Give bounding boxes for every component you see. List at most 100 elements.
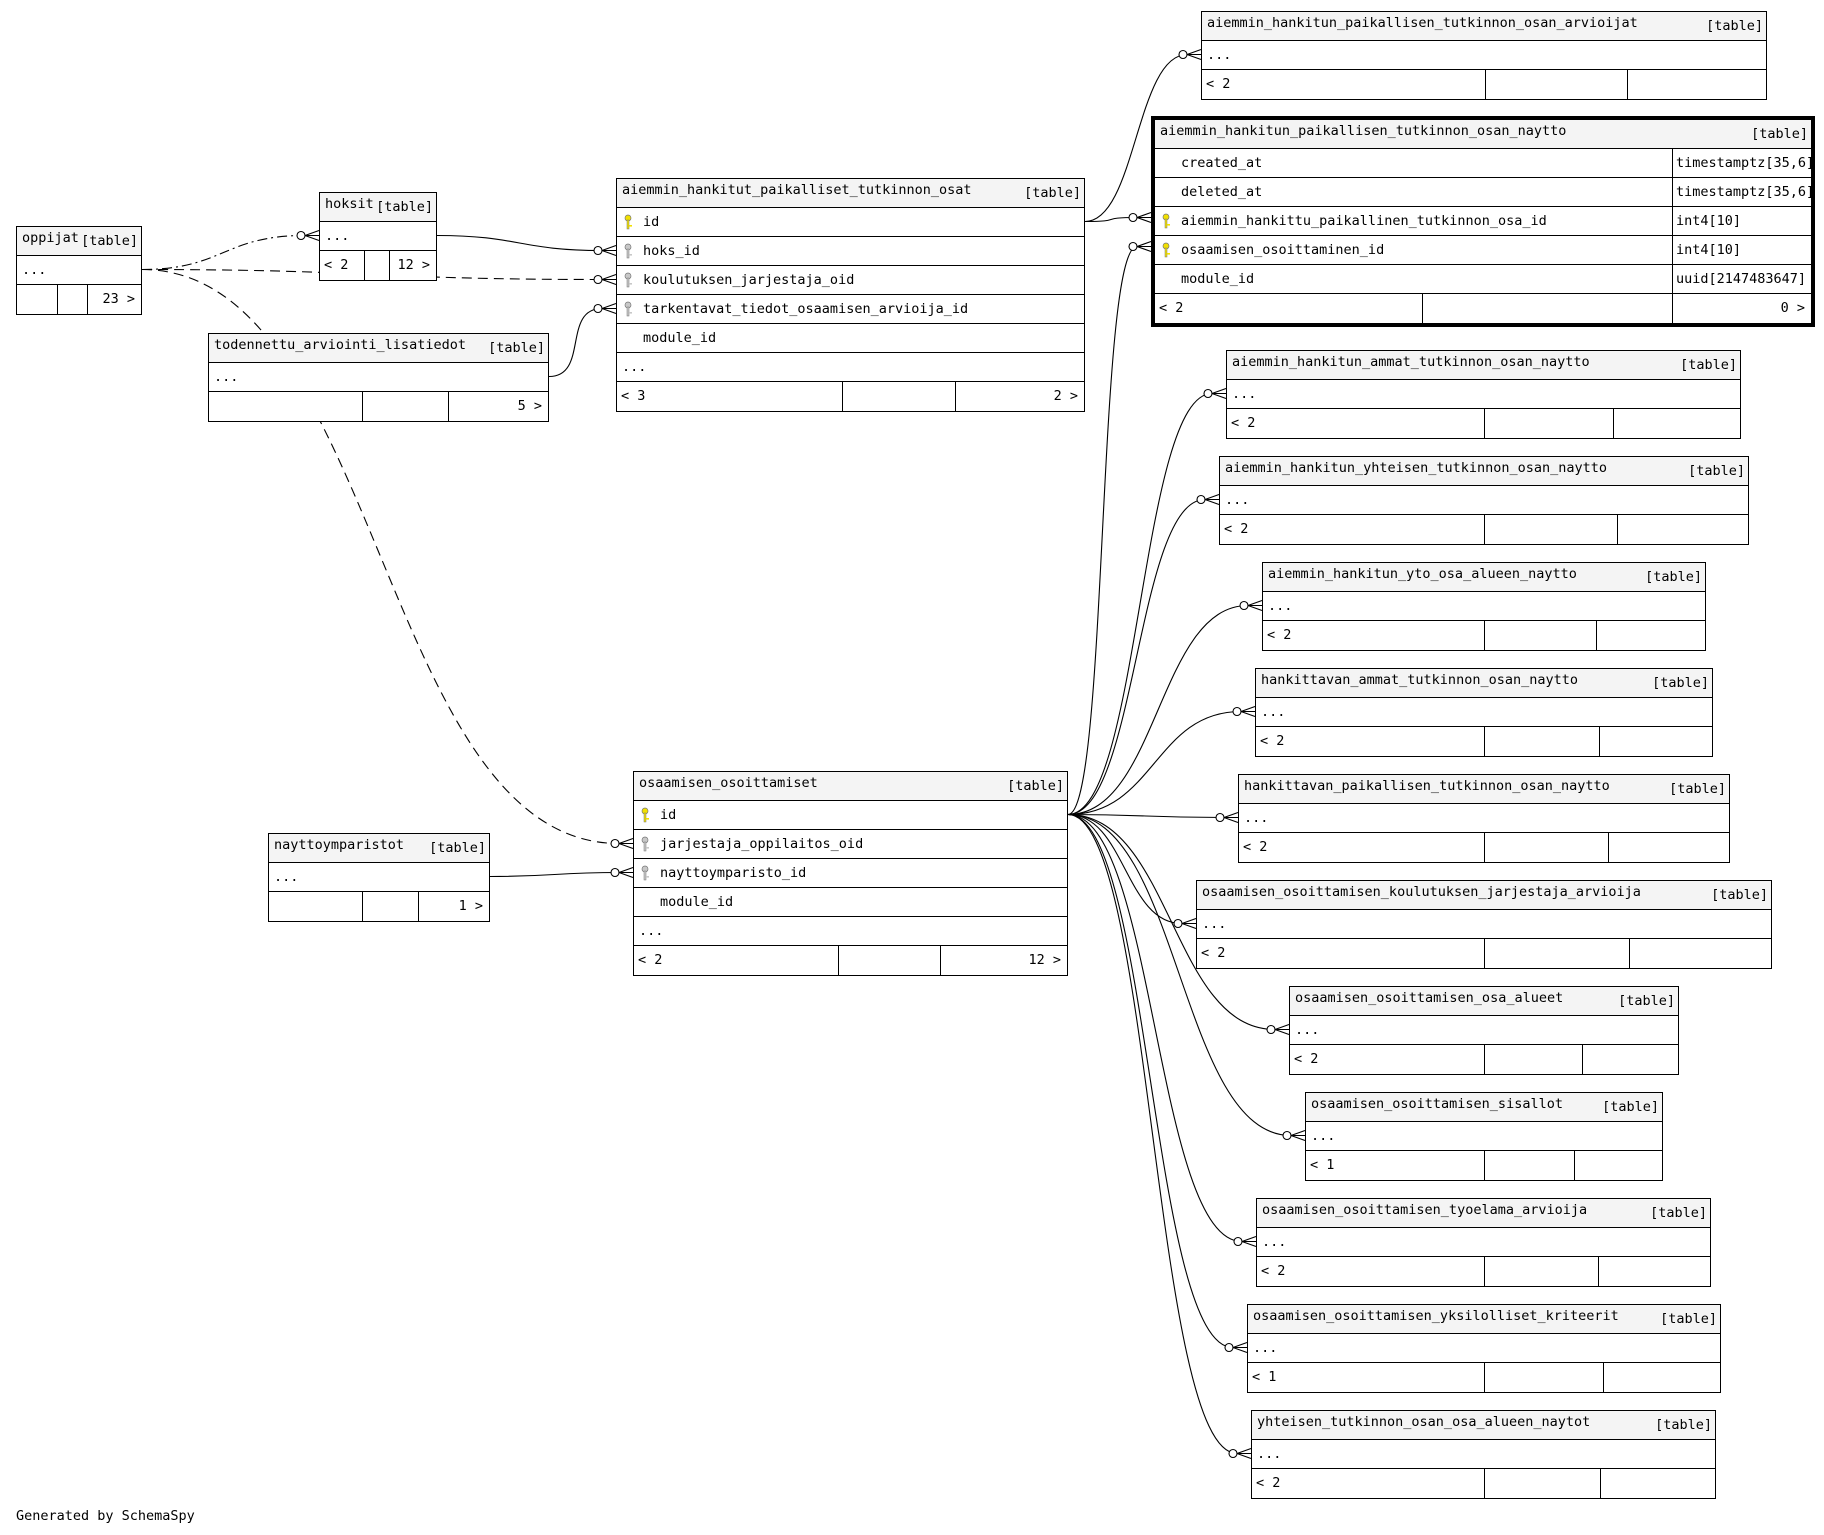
parents-cell[interactable]: < 2 <box>320 251 364 280</box>
more-columns-row[interactable]: ... <box>1220 486 1748 515</box>
table-aiemmin-hankitun-yto-osa-alueen-naytto[interactable]: aiemmin_hankitun_yto_osa_alueen_naytto[t… <box>1262 562 1706 651</box>
parents-cell[interactable]: < 1 <box>1306 1151 1484 1180</box>
children-cell[interactable] <box>1599 727 1712 756</box>
children-cell[interactable] <box>1629 939 1771 968</box>
children-cell[interactable]: 23 > <box>87 285 141 314</box>
column-row[interactable]: module_id <box>617 324 1084 353</box>
more-columns-row[interactable]: ... <box>17 256 141 285</box>
more-columns-row[interactable]: ... <box>269 863 489 892</box>
table-header[interactable]: hankittavan_ammat_tutkinnon_osan_naytto[… <box>1256 669 1712 698</box>
column-row[interactable]: id <box>617 208 1084 237</box>
more-columns-row[interactable]: ... <box>1306 1122 1662 1151</box>
table-header[interactable]: osaamisen_osoittamisen_osa_alueet[table] <box>1290 987 1678 1016</box>
children-cell[interactable]: 12 > <box>389 251 436 280</box>
table-aiemmin-hankitun-yhteisen-tutkinnon-osan-naytto[interactable]: aiemmin_hankitun_yhteisen_tutkinnon_osan… <box>1219 456 1749 545</box>
children-cell[interactable] <box>1574 1151 1662 1180</box>
table-yhteisen-tutkinnon-osan-osa-alueen-naytot[interactable]: yhteisen_tutkinnon_osan_osa_alueen_nayto… <box>1251 1410 1716 1499</box>
table-osaamisen-osoittamisen-sisallot[interactable]: osaamisen_osoittamisen_sisallot[table]..… <box>1305 1092 1663 1181</box>
parents-cell[interactable]: < 2 <box>1227 409 1484 438</box>
children-cell[interactable] <box>1627 70 1766 99</box>
parents-cell[interactable]: < 2 <box>1197 939 1484 968</box>
children-cell[interactable] <box>1617 515 1748 544</box>
column-row[interactable]: aiemmin_hankittu_paikallinen_tutkinnon_o… <box>1155 207 1811 236</box>
children-cell[interactable] <box>1596 621 1705 650</box>
column-row[interactable]: koulutuksen_jarjestaja_oid <box>617 266 1084 295</box>
parents-cell[interactable] <box>209 392 362 421</box>
table-header[interactable]: osaamisen_osoittamisen_tyoelama_arvioija… <box>1257 1199 1710 1228</box>
table-header[interactable]: todennettu_arviointi_lisatiedot[table] <box>209 334 548 363</box>
parents-cell[interactable]: < 2 <box>1239 833 1484 862</box>
table-header[interactable]: osaamisen_osoittamisen_koulutuksen_jarje… <box>1197 881 1771 910</box>
parents-cell[interactable]: < 1 <box>1248 1363 1484 1392</box>
parents-cell[interactable] <box>17 285 57 314</box>
children-cell[interactable]: 0 > <box>1672 294 1811 323</box>
table-osaamisen-osoittamisen-tyoelama-arvioija[interactable]: osaamisen_osoittamisen_tyoelama_arvioija… <box>1256 1198 1711 1287</box>
more-columns-row[interactable]: ... <box>1257 1228 1710 1257</box>
parents-cell[interactable]: < 2 <box>1290 1045 1484 1074</box>
table-header[interactable]: osaamisen_osoittamisen_sisallot[table] <box>1306 1093 1662 1122</box>
children-cell[interactable] <box>1603 1363 1720 1392</box>
parents-cell[interactable]: < 2 <box>1257 1257 1484 1286</box>
table-aiemmin-hankitun-paikallisen-tutkinnon-osan-naytto[interactable]: aiemmin_hankitun_paikallisen_tutkinnon_o… <box>1151 116 1815 327</box>
table-header[interactable]: aiemmin_hankitut_paikalliset_tutkinnon_o… <box>617 179 1084 208</box>
table-aiemmin-hankitun-ammat-tutkinnon-osan-naytto[interactable]: aiemmin_hankitun_ammat_tutkinnon_osan_na… <box>1226 350 1741 439</box>
more-columns-row[interactable]: ... <box>1263 592 1705 621</box>
more-columns-row[interactable]: ... <box>1197 910 1771 939</box>
more-columns-row[interactable]: ... <box>1256 698 1712 727</box>
column-row[interactable]: nayttoymparisto_id <box>634 859 1067 888</box>
table-header[interactable]: aiemmin_hankitun_yto_osa_alueen_naytto[t… <box>1263 563 1705 592</box>
parents-cell[interactable]: < 2 <box>1252 1469 1484 1498</box>
more-columns-row[interactable]: ... <box>1248 1334 1720 1363</box>
parents-cell[interactable]: < 2 <box>1263 621 1484 650</box>
table-header[interactable]: aiemmin_hankitun_paikallisen_tutkinnon_o… <box>1155 120 1811 149</box>
more-columns-row[interactable]: ... <box>1252 1440 1715 1469</box>
table-aiemmin-hankitut-paikalliset-tutkinnon-osat[interactable]: aiemmin_hankitut_paikalliset_tutkinnon_o… <box>616 178 1085 412</box>
children-cell[interactable]: 12 > <box>940 946 1067 975</box>
children-cell[interactable] <box>1600 1469 1715 1498</box>
table-todennettu-arviointi-lisatiedot[interactable]: todennettu_arviointi_lisatiedot[table]..… <box>208 333 549 422</box>
parents-cell[interactable]: < 2 <box>634 946 838 975</box>
children-cell[interactable] <box>1582 1045 1678 1074</box>
table-header[interactable]: oppijat[table] <box>17 227 141 256</box>
more-columns-row[interactable]: ... <box>209 363 548 392</box>
column-row[interactable]: jarjestaja_oppilaitos_oid <box>634 830 1067 859</box>
table-header[interactable]: hankittavan_paikallisen_tutkinnon_osan_n… <box>1239 775 1729 804</box>
parents-cell[interactable]: < 3 <box>617 382 842 411</box>
table-header[interactable]: hoksit[table] <box>320 193 436 222</box>
more-columns-row[interactable]: ... <box>634 917 1067 946</box>
column-row[interactable]: module_id <box>634 888 1067 917</box>
table-header[interactable]: aiemmin_hankitun_ammat_tutkinnon_osan_na… <box>1227 351 1740 380</box>
children-cell[interactable] <box>1598 1257 1710 1286</box>
more-columns-row[interactable]: ... <box>1239 804 1729 833</box>
more-columns-row[interactable]: ... <box>320 222 436 251</box>
column-row[interactable]: id <box>634 801 1067 830</box>
table-header[interactable]: aiemmin_hankitun_yhteisen_tutkinnon_osan… <box>1220 457 1748 486</box>
table-osaamisen-osoittamisen-yksilolliset-kriteerit[interactable]: osaamisen_osoittamisen_yksilolliset_krit… <box>1247 1304 1721 1393</box>
parents-cell[interactable]: < 2 <box>1256 727 1484 756</box>
table-header[interactable]: nayttoymparistot[table] <box>269 834 489 863</box>
column-row[interactable]: tarkentavat_tiedot_osaamisen_arvioija_id <box>617 295 1084 324</box>
more-columns-row[interactable]: ... <box>1290 1016 1678 1045</box>
parents-cell[interactable]: < 2 <box>1155 294 1422 323</box>
table-aiemmin-hankitun-paikallisen-tutkinnon-osan-arvioijat[interactable]: aiemmin_hankitun_paikallisen_tutkinnon_o… <box>1201 11 1767 100</box>
table-hankittavan-ammat-tutkinnon-osan-naytto[interactable]: hankittavan_ammat_tutkinnon_osan_naytto[… <box>1255 668 1713 757</box>
table-header[interactable]: aiemmin_hankitun_paikallisen_tutkinnon_o… <box>1202 12 1766 41</box>
table-osaamisen-osoittamisen-osa-alueet[interactable]: osaamisen_osoittamisen_osa_alueet[table]… <box>1289 986 1679 1075</box>
more-columns-row[interactable]: ... <box>1202 41 1766 70</box>
more-columns-row[interactable]: ... <box>617 353 1084 382</box>
table-header[interactable]: osaamisen_osoittamisen_yksilolliset_krit… <box>1248 1305 1720 1334</box>
children-cell[interactable] <box>1608 833 1729 862</box>
column-row[interactable]: hoks_id <box>617 237 1084 266</box>
table-osaamisen-osoittamisen-koulutuksen-jarjestaja-arvioija[interactable]: osaamisen_osoittamisen_koulutuksen_jarje… <box>1196 880 1772 969</box>
table-nayttoymparistot[interactable]: nayttoymparistot[table]...1 > <box>268 833 490 922</box>
more-columns-row[interactable]: ... <box>1227 380 1740 409</box>
children-cell[interactable]: 5 > <box>448 392 548 421</box>
table-hoksit[interactable]: hoksit[table]...< 2 12 > <box>319 192 437 281</box>
children-cell[interactable]: 1 > <box>418 892 489 921</box>
parents-cell[interactable] <box>269 892 362 921</box>
parents-cell[interactable]: < 2 <box>1220 515 1484 544</box>
